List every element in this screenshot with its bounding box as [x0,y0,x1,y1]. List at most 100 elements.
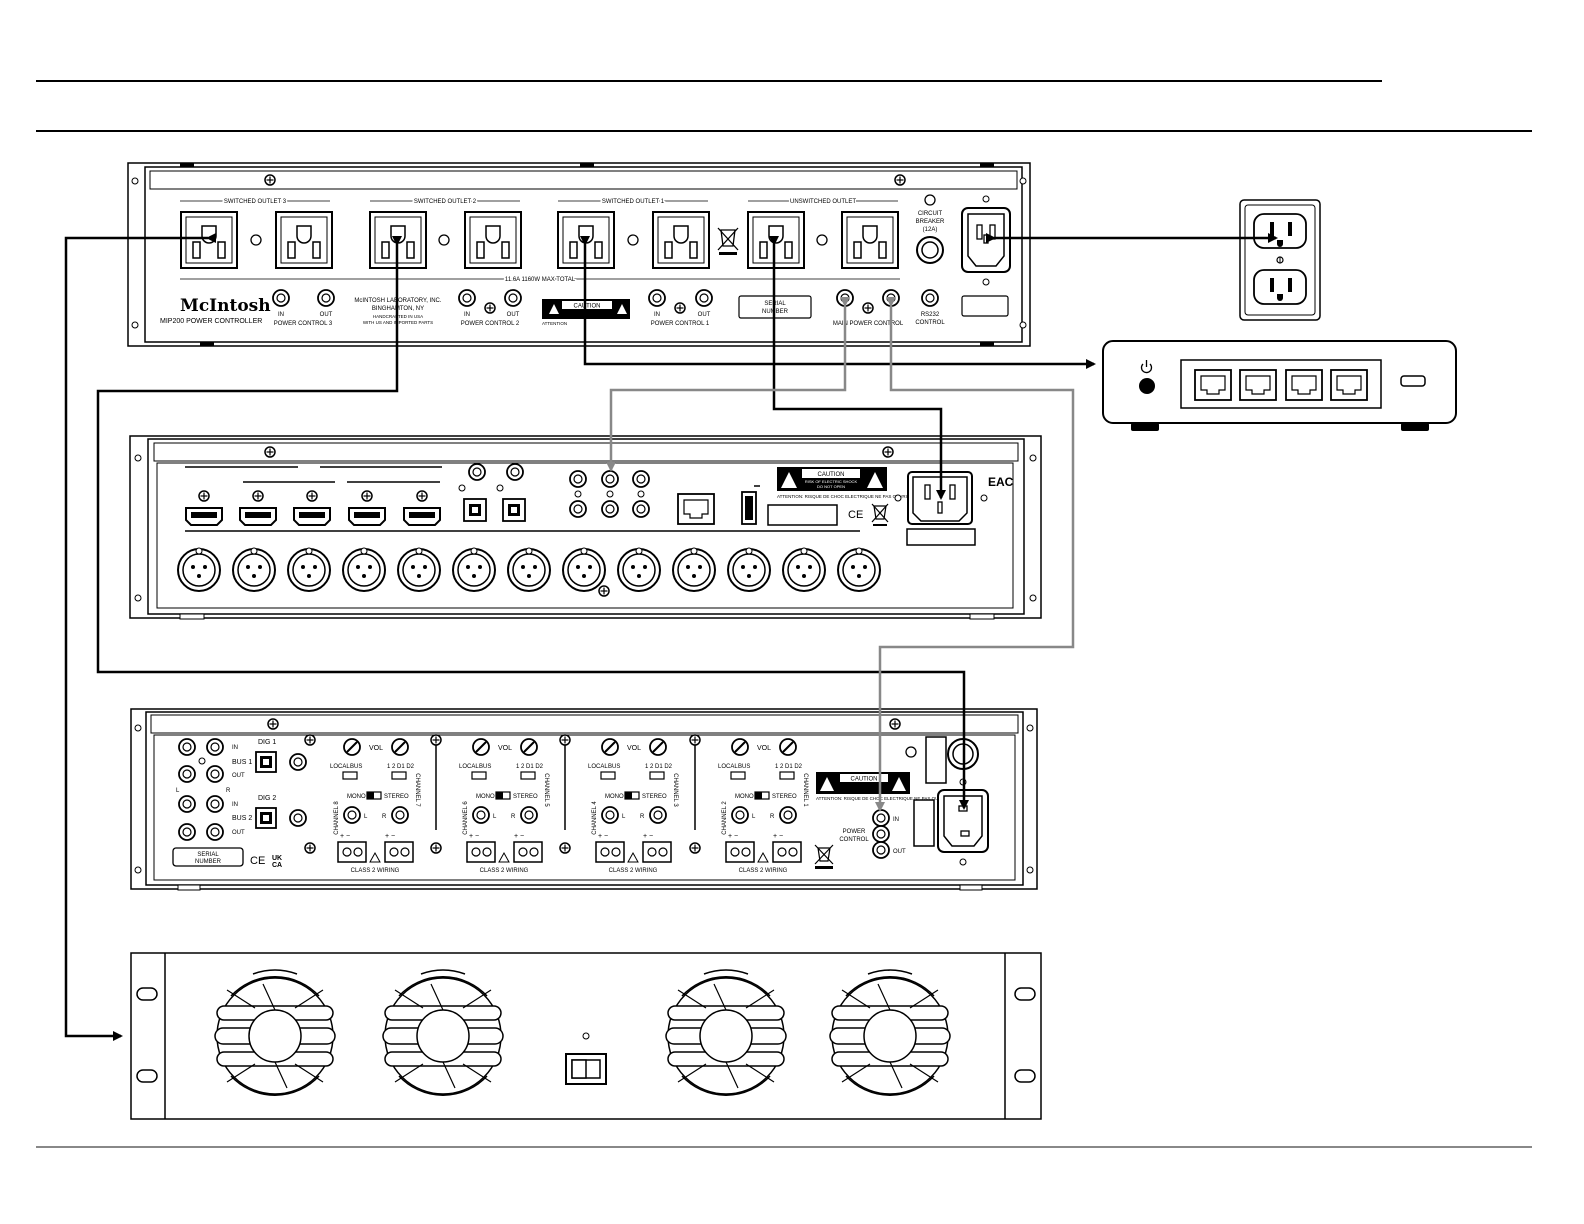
local-bus-switch[interactable] [600,771,616,780]
caution-text: CAUTION [818,472,845,478]
warning-triangle-icon [627,851,639,863]
bus-select-switch[interactable] [649,771,665,780]
svg-text:+ −: + − [340,833,350,840]
d-select-label: 1 2 D1 D2 [645,764,673,770]
pc1-in-label: IN [654,312,660,318]
xlr-jack [452,547,496,592]
control-wiring [606,297,1075,812]
power-button[interactable] [1139,378,1155,394]
l-label: L [364,814,368,820]
power-control-label-2: CONTROL [839,837,869,843]
local-bus-switch[interactable] [471,771,487,780]
channel-label: CHANNEL 6 [463,801,469,835]
warning-triangle-icon [369,851,381,863]
bus2-in-r-jack [206,795,224,813]
breaker-label-1: CIRCUIT [918,211,943,217]
optical-port-icon [255,751,277,773]
volume-knob [649,738,667,756]
pc1-in-jack [648,289,666,307]
xlr-jack [232,547,276,592]
ethernet-port-icon [1239,369,1277,401]
pc2-out-label: OUT [507,312,520,318]
svg-text:+ −: + − [643,833,653,840]
svg-text:+ −: + − [514,833,524,840]
xlr-jack [782,547,826,592]
local-bus-switch[interactable] [730,771,746,780]
bus-select-switch[interactable] [779,771,795,780]
volume-knob [779,738,797,756]
fan-power-switch[interactable] [565,1053,607,1085]
channel-label: CHANNEL 8 [334,801,340,835]
brand-logo: McIntosh [180,296,271,316]
xlr-jack [397,547,441,592]
vol-label: VOL [757,745,771,752]
rca-jack [506,463,524,481]
outlet-icon [652,211,710,269]
coax-jack [289,753,307,771]
r-label: R [511,814,516,820]
rca-jack [520,806,538,824]
xlr-jack [342,547,386,592]
local-label: LOCAL [588,764,608,770]
channel-label: CHANNEL 1 [802,773,808,807]
mono-label: MONO [347,794,366,800]
power-wiring [64,233,1278,1041]
power-icon [1140,360,1153,374]
bus-select-switch[interactable] [520,771,536,780]
attention-text: ATTENTION [542,321,567,326]
max-total-label: 11.6A 1160W MAX TOTAL [505,277,576,283]
ethernet-port-icon [677,493,715,525]
trigger-jack [632,470,650,488]
svg-text:+ −: + − [385,833,395,840]
optical-port-icon [255,807,277,829]
ce-mark: CE [250,855,265,867]
xlr-jack [177,547,221,592]
breaker-label-3: (12A) [923,227,938,233]
pc2-in-jack [458,289,476,307]
optical-port-icon [502,498,526,522]
bus-label: BUS [350,764,362,770]
vol-label: VOL [627,745,641,752]
volume-knob [520,738,538,756]
bus2-label: BUS 2 [232,815,252,822]
caution-text: CAUTION [574,304,601,310]
bus1-out-r-jack [206,765,224,783]
circuit-breaker-button[interactable] [916,236,944,264]
bus2-in-label: IN [232,802,238,808]
pc-in-label: IN [893,817,899,823]
xlr-jack [287,547,331,592]
main-pc-out-jack [882,289,900,307]
r-label: R [640,814,645,820]
pc2-label: POWER CONTROL 2 [461,321,520,327]
rca-jack [468,463,486,481]
volume-knob [601,738,619,756]
attention-text: ATTENTION: RISQUE DE CHOC ELECTRIQUE NE … [777,494,911,499]
bus1-out-l-jack [178,765,196,783]
rs232-jack [921,289,939,307]
channel-label: CHANNEL 2 [722,801,728,835]
optical-port-icon [463,498,487,522]
rca-jack [731,806,749,824]
dig1-label: DIG 1 [258,739,276,746]
bus-label: BUS [738,764,750,770]
bus1-label: BUS 1 [232,759,252,766]
hdmi-port-icon [293,507,331,526]
local-bus-switch[interactable] [342,771,358,780]
class2-label: CLASS 2 WIRING [480,868,529,874]
model-label: MIP200 POWER CONTROLLER [160,318,262,325]
serial-label-1: SERIAL [764,301,786,307]
bus2-out-r-jack [206,823,224,841]
pc1-out-jack [695,289,713,307]
bus1-in-label: IN [232,745,238,751]
bus1-in-r-jack [206,738,224,756]
vol-label: VOL [498,745,512,752]
d-select-label: 1 2 D1 D2 [387,764,415,770]
bus-select-switch[interactable] [391,771,407,780]
svg-text:+ −: + − [469,833,479,840]
xlr-jack [617,547,661,592]
svg-text:+ −: + − [728,833,738,840]
channel-label: CHANNEL 4 [592,801,598,835]
power-control-in-jack [872,809,890,827]
volume-knob [472,738,490,756]
trigger-jack [601,470,619,488]
